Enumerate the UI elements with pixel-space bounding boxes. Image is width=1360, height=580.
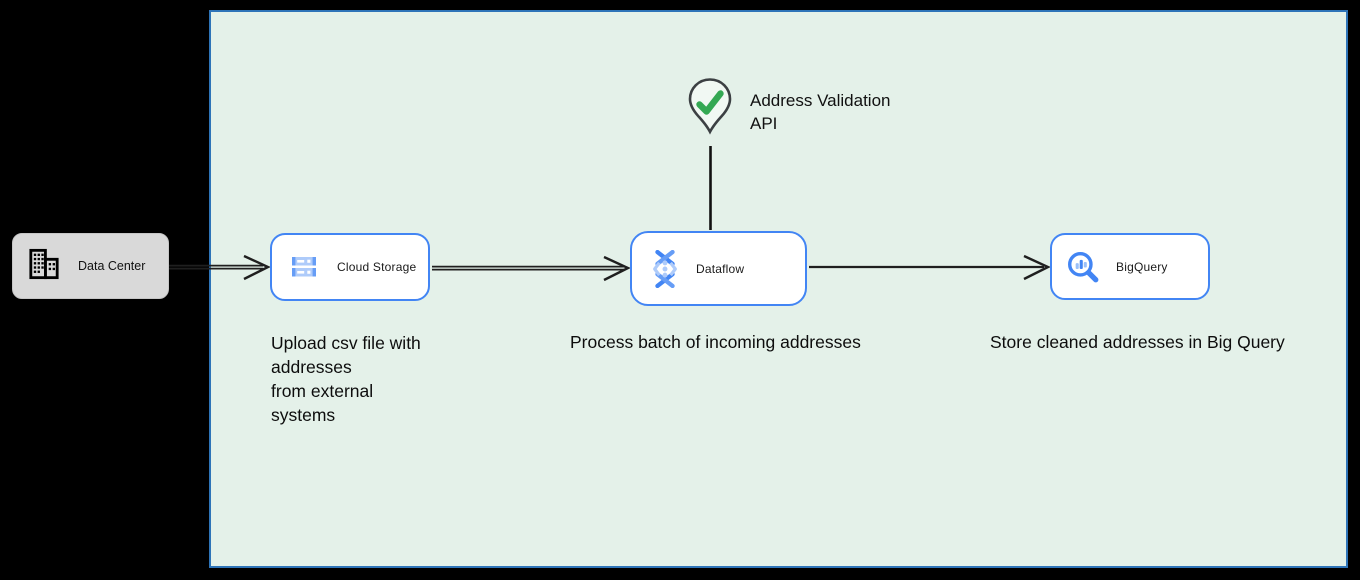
map-pin-check-icon	[687, 77, 733, 141]
node-label: BigQuery	[1116, 259, 1168, 274]
building-icon	[28, 248, 60, 285]
node-label: Dataflow	[696, 261, 745, 276]
dataflow-icon	[649, 249, 681, 288]
node-dataflow[interactable]: Dataflow	[630, 231, 807, 306]
bigquery-icon	[1066, 250, 1100, 284]
caption-bigquery: Store cleaned addresses in Big Query	[990, 332, 1285, 352]
caption-dataflow: Process batch of incoming addresses	[570, 332, 861, 352]
api-marker-label: Address Validation API	[750, 91, 891, 133]
node-label: Data Center	[78, 259, 146, 273]
cloud-storage-icon	[290, 255, 318, 279]
node-data-center[interactable]: Data Center	[12, 233, 169, 299]
node-bigquery[interactable]: BigQuery	[1050, 233, 1210, 300]
node-label: Cloud Storage	[337, 260, 417, 274]
node-cloud-storage[interactable]: Cloud Storage	[270, 233, 430, 301]
caption-cloud-storage: Upload csv file with addresses from exte…	[271, 333, 421, 425]
